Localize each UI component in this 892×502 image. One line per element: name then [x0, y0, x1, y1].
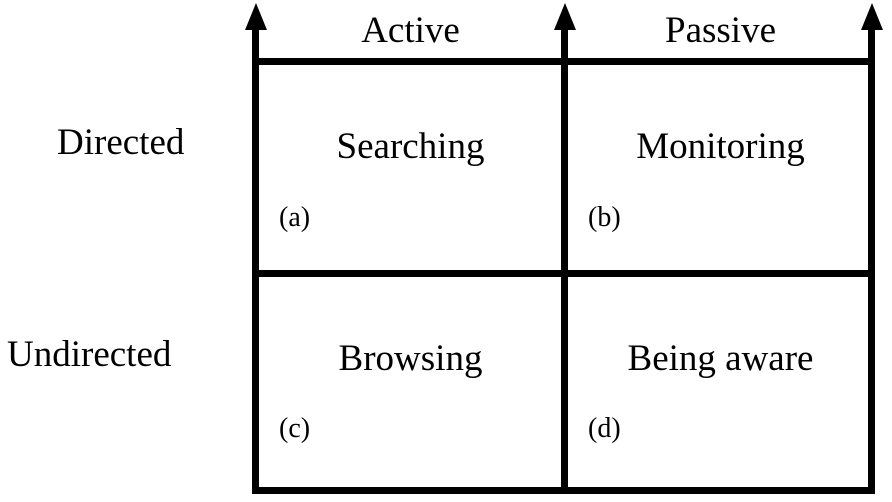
- cell-title-searching: Searching: [336, 126, 485, 167]
- cell-tag-a: (a): [279, 202, 311, 233]
- cell-tag-d: (d): [588, 413, 621, 444]
- middle-grid-line: [252, 270, 875, 277]
- right-axis-line: [868, 27, 875, 493]
- row-header-directed: Directed: [57, 122, 185, 163]
- left-axis-arrow-icon: [245, 3, 267, 30]
- top-grid-line: [252, 58, 875, 65]
- middle-axis-line: [561, 27, 568, 493]
- bottom-grid-line: [252, 487, 875, 494]
- cell-title-monitoring: Monitoring: [636, 126, 805, 167]
- row-header-undirected: Undirected: [7, 334, 172, 375]
- cell-tag-c: (c): [279, 413, 311, 444]
- left-axis-line: [252, 27, 259, 493]
- cell-tag-b: (b): [588, 202, 621, 233]
- column-header-active: Active: [361, 10, 460, 51]
- cell-title-being-aware: Being aware: [627, 338, 814, 379]
- right-axis-arrow-icon: [861, 3, 883, 30]
- column-header-passive: Passive: [665, 10, 776, 51]
- middle-axis-arrow-icon: [554, 3, 576, 30]
- cell-title-browsing: Browsing: [338, 338, 483, 379]
